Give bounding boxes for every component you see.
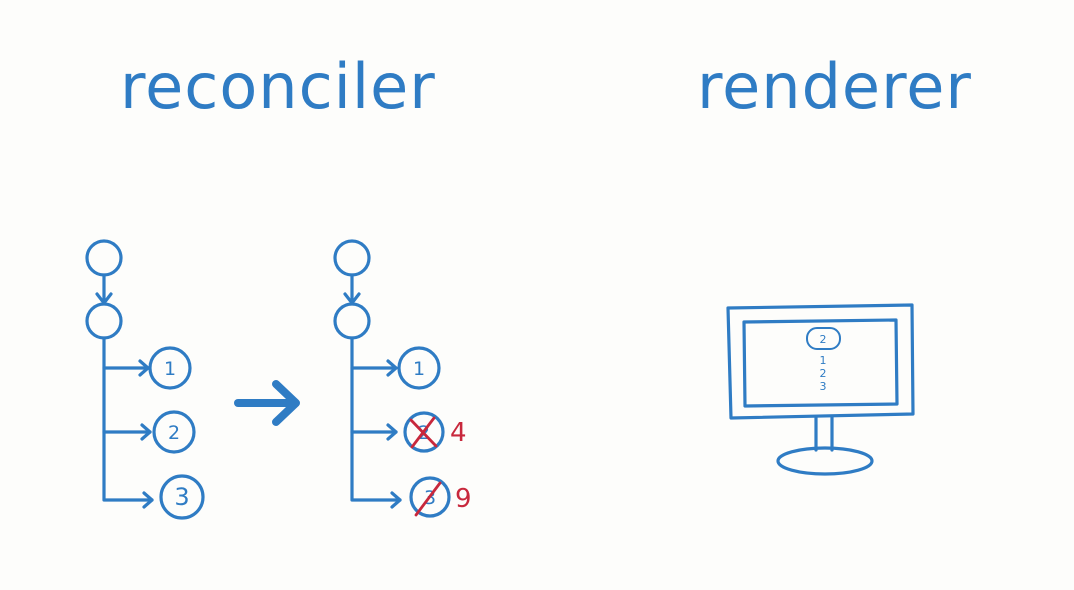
- tree-parent-node: [333, 302, 371, 340]
- child-arrowhead-icon: [138, 359, 150, 377]
- child-node-1-label: 1: [413, 358, 425, 380]
- child-arrowhead-icon: [386, 423, 398, 441]
- tree-root-node: [85, 239, 123, 277]
- child-node-3: [409, 476, 451, 518]
- monitor-base: [776, 446, 874, 476]
- child-node-3-label: 3: [174, 483, 189, 511]
- screen-list-item-1: 1: [820, 354, 827, 367]
- children-trunk-edge: [350, 336, 402, 502]
- tree-before: 1 2 3: [85, 239, 205, 520]
- tree-after: 1 2 4 3 9: [333, 239, 472, 518]
- child-node-2-label: 2: [168, 422, 180, 444]
- child-arrowhead-icon: [390, 491, 402, 509]
- child-arrowhead-icon: [386, 359, 398, 377]
- monitor-icon: 2 1 2 3: [726, 303, 915, 476]
- tree-root-node: [333, 239, 371, 277]
- child-node-2: [152, 410, 196, 454]
- monitor-screen: [742, 318, 899, 408]
- child-node-1: [397, 346, 441, 390]
- child-node-3: [159, 474, 205, 520]
- reconciler-heading: reconciler: [120, 50, 436, 123]
- replacement-value-2: 4: [450, 418, 467, 448]
- replacement-value-3: 9: [455, 484, 472, 514]
- monitor-frame: [726, 303, 915, 420]
- child-node-2: [403, 411, 445, 453]
- renderer-heading: renderer: [697, 50, 972, 123]
- child-arrowhead-icon: [140, 423, 152, 441]
- transition-arrow-icon: [234, 380, 300, 426]
- screen-list-item-3: 3: [820, 380, 827, 393]
- child-arrowhead-icon: [142, 491, 154, 509]
- screen-header-text: 2: [820, 333, 827, 346]
- cross-out-icon: [414, 481, 442, 517]
- tree-parent-node: [85, 302, 123, 340]
- children-trunk-edge: [102, 336, 154, 502]
- child-node-1-label: 1: [164, 358, 176, 380]
- screen-list-item-2: 2: [820, 367, 827, 380]
- cross-out-icon: [409, 416, 438, 449]
- screen-header-box: [806, 327, 841, 350]
- monitor-neck: [814, 415, 834, 452]
- child-node-1: [148, 346, 192, 390]
